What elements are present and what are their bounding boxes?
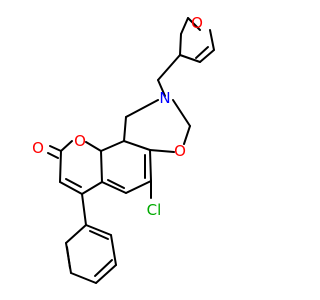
bond [179, 54, 201, 63]
molecule-structure: O N O O O Cl [32, 14, 215, 284]
bond [172, 99, 191, 127]
bond [187, 17, 201, 31]
bond [59, 150, 62, 183]
atom-label-oxygen-lactone: O [74, 132, 86, 150]
bond [85, 224, 112, 236]
bond [100, 140, 125, 152]
bond [183, 125, 191, 145]
bond [65, 224, 87, 244]
bond [123, 140, 151, 151]
bond [94, 259, 113, 277]
atom-label-chlorine: Cl [147, 201, 162, 219]
bond [199, 49, 215, 63]
bond [195, 46, 209, 59]
atom-label-oxygen-furan: O [191, 14, 203, 32]
atom-label-layer: O N O O O Cl [32, 14, 203, 219]
bond [179, 33, 182, 56]
bond [149, 149, 175, 153]
bond [66, 246, 71, 269]
bond [125, 180, 152, 194]
bond [100, 150, 103, 183]
bond [59, 181, 83, 195]
bond [180, 17, 189, 35]
bond [209, 29, 215, 51]
bond [125, 99, 159, 118]
bond [65, 178, 82, 188]
bond [81, 181, 103, 195]
bond [123, 116, 127, 142]
bond [49, 145, 62, 152]
bond [157, 54, 181, 81]
bond [107, 179, 125, 189]
bond [89, 230, 109, 240]
atom-label-nitrogen: N [159, 89, 170, 107]
atom-label-oxygen-carbonyl: O [32, 139, 44, 157]
bond [60, 140, 73, 152]
bond [70, 272, 97, 284]
bond-layer [47, 17, 215, 284]
bond [85, 141, 102, 152]
bond [110, 234, 117, 266]
atom-label-oxygen-oxazine: O [174, 142, 186, 160]
molecule-diagram: O N O O O Cl [32, 14, 215, 284]
bond [47, 152, 59, 159]
bond [81, 193, 87, 226]
bond [157, 79, 166, 97]
bond [149, 149, 152, 182]
bond [95, 264, 117, 284]
bond [101, 181, 127, 194]
